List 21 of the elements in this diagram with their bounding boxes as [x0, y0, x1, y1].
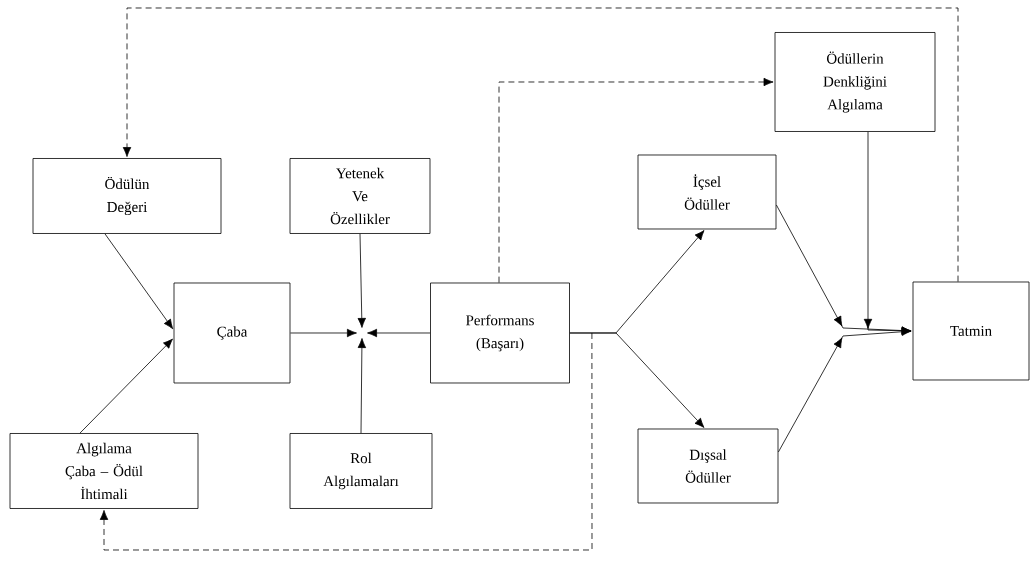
- process-box: Ödüllerin Denkliğini Algılama: [774, 32, 936, 132]
- process-box: Rol Algılamaları: [289, 433, 433, 509]
- process-box: Dışsal Ödüller: [637, 428, 779, 504]
- arrow: [498, 77, 774, 283]
- arrow: [99, 332, 593, 551]
- process-box: İçsel Ödüller: [637, 154, 777, 230]
- arrow: [79, 338, 173, 434]
- arrow: [357, 338, 367, 434]
- arrow: [122, 7, 959, 282]
- arrow: [863, 131, 912, 335]
- process-box: Performans (Başarı): [430, 282, 570, 384]
- process-box: Algılama Çaba – Ödül İhtimali: [9, 433, 199, 509]
- process-box: Ödülün Değeri: [32, 158, 222, 234]
- process-box: Çaba: [173, 282, 291, 384]
- arrow: [357, 233, 366, 328]
- arrow: [290, 328, 357, 338]
- arrow: [104, 233, 174, 330]
- process-box: Yetenek Ve Özellikler: [289, 158, 431, 234]
- arrow: [367, 328, 431, 338]
- arrow: [569, 332, 705, 428]
- process-box: Tatmin: [912, 281, 1030, 381]
